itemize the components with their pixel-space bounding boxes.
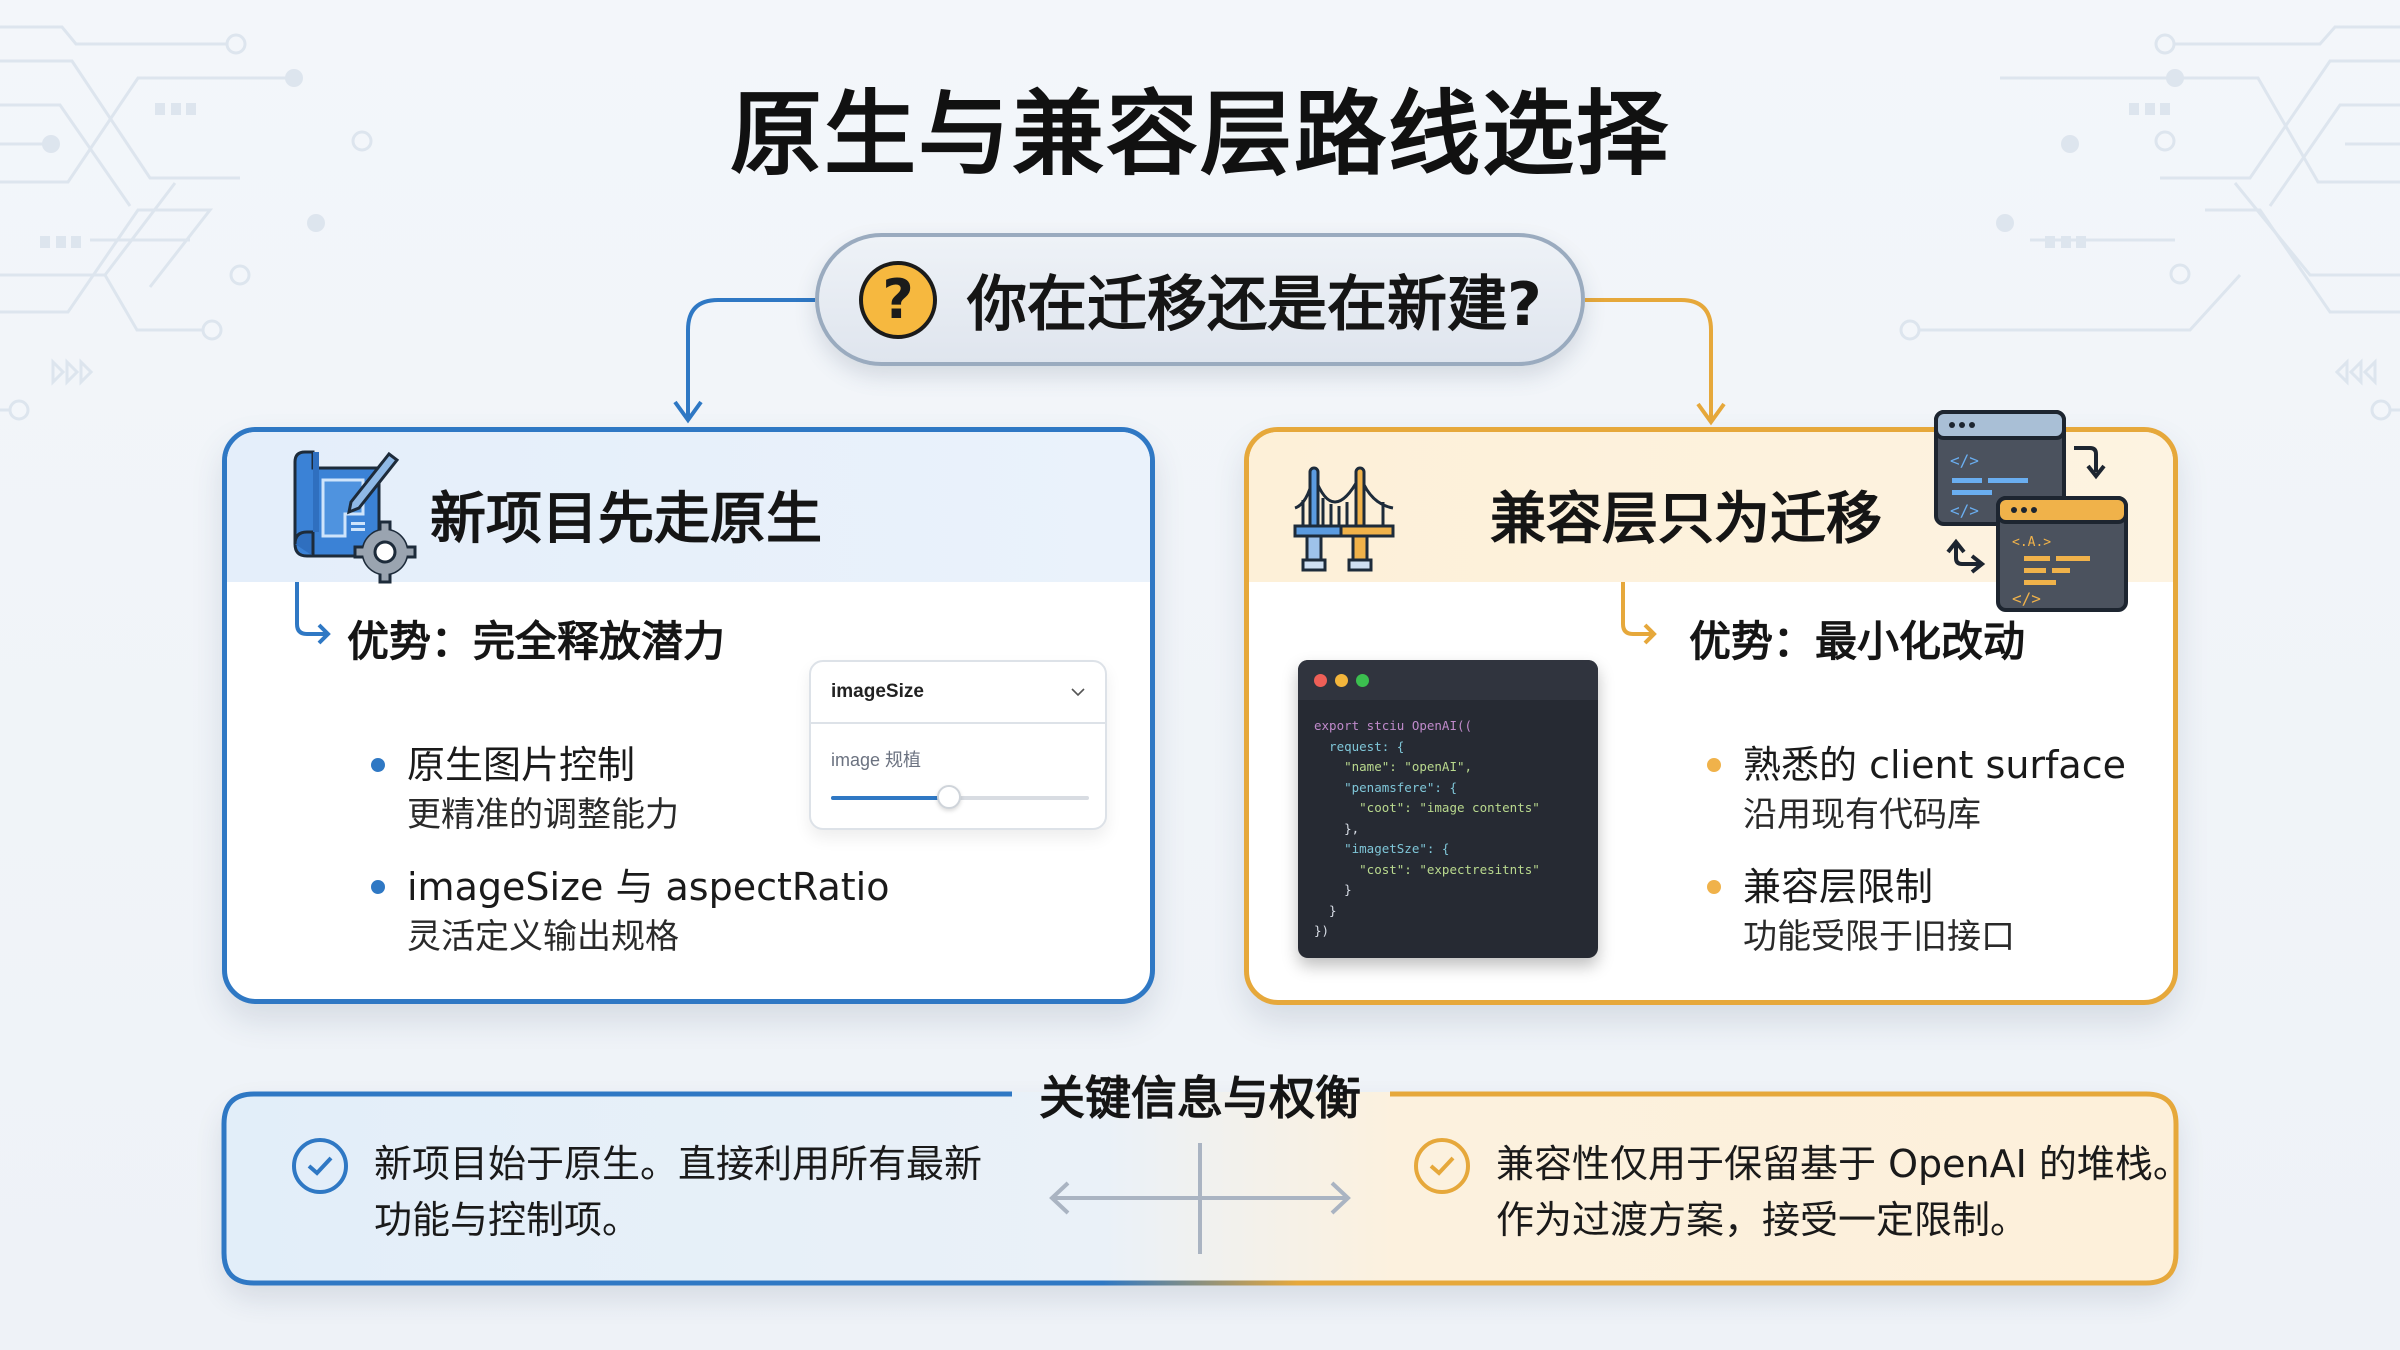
check-circle-icon [292,1138,348,1194]
svg-text:</>: </> [1950,451,1979,470]
native-card-header: 新项目先走原生 [227,432,1150,584]
slider-label: image 规植 [831,750,922,770]
svg-text:<.A.>: <.A.> [2012,535,2051,550]
compat-bullet-1: 熟悉的 client surface 沿用现有代码库 [1707,740,2126,840]
native-advantage: 优势：完全释放潜力 [347,617,726,666]
image-slider[interactable] [831,785,1089,809]
window-controls [1298,660,1598,700]
native-card-title: 新项目先走原生 [430,487,822,552]
minimize-dot-icon [1335,673,1348,687]
check-circle-icon [1414,1138,1470,1194]
compat-summary: 兼容性仅用于保留基于 OpenAI 的堆栈。 作为过渡方案，接受一定限制。 [1496,1142,2191,1242]
page-title: 原生与兼容层路线选择 [729,81,1670,188]
code-body: export stciu OpenAI(( request: { "name":… [1314,718,1540,938]
question-text: 你在迁移还是在新建? [967,270,1542,340]
code-windows-swap-icon: </> </> <.A.> </> [1934,410,2128,612]
compat-advantage: 优势：最小化改动 [1689,617,2026,666]
question-circle-icon: ? [859,260,937,339]
blueprint-gear-icon [293,450,417,584]
native-card: 新项目先走原生 优势：完全释放潜力 原生图片控制 更精准的调整能力 imageS… [222,427,1155,1004]
branch-arrow-icon [295,582,331,645]
question-pill: ? 你在迁移还是在新建? [815,233,1585,366]
compat-bullet-2: 兼容层限制 功能受限于旧接口 [1707,862,2015,962]
code-window: export stciu OpenAI(( request: { "name":… [1298,660,1598,958]
slider-thumb[interactable] [937,785,961,809]
native-bullet-1: 原生图片控制 更精准的调整能力 [371,740,679,840]
tradeoff-title: 关键信息与权衡 [1039,1071,1361,1125]
close-dot-icon [1314,673,1327,687]
svg-text:</>: </> [2012,589,2041,608]
chevron-down-icon [1071,688,1085,697]
compat-card-title: 兼容层只为迁移 [1490,487,1882,552]
maximize-dot-icon [1356,673,1369,687]
native-summary: 新项目始于原生。直接利用所有最新 功能与控制项。 [374,1142,983,1242]
native-bullet-2: imageSize 与 aspectRatio 灵活定义输出规格 [371,862,889,962]
bridge-icon [1293,466,1395,572]
image-size-select[interactable]: imageSize [811,662,1105,724]
image-size-widget: imageSize image 规植 [809,660,1107,830]
connector-left [686,298,815,418]
connector-right [1585,298,1713,420]
svg-text:</>: </> [1950,501,1979,520]
branch-arrow-icon [1621,582,1657,645]
